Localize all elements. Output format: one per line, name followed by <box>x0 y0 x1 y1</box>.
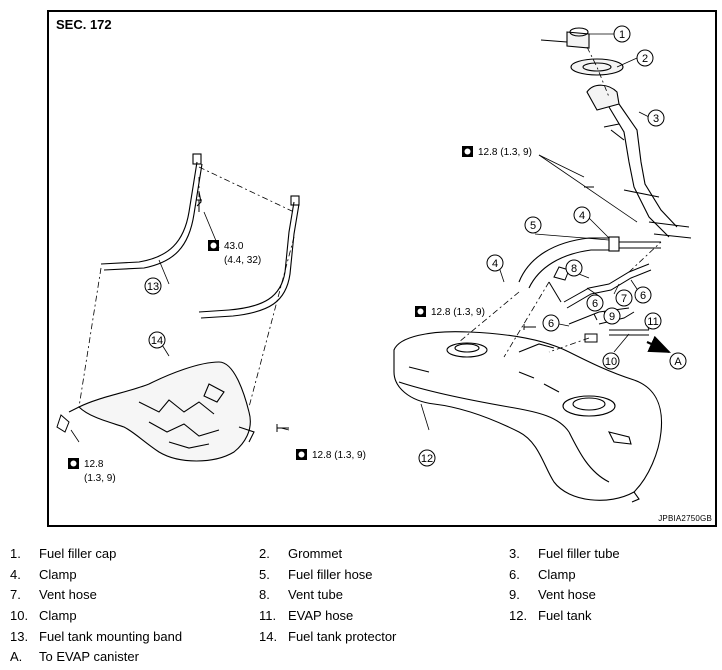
exploded-diagram: SEC. 172 <box>47 10 717 527</box>
callout-13: 13 <box>144 277 162 295</box>
torque-spec-protector-left: 12.8 (1.3, 9) <box>68 458 116 484</box>
svg-text:8: 8 <box>571 263 577 275</box>
section-label: SEC. 172 <box>56 17 112 32</box>
callout-9: 9 <box>603 307 621 325</box>
callout-4b: 4 <box>486 254 504 272</box>
callout-lines <box>70 33 650 443</box>
fuel-tank <box>393 331 663 503</box>
svg-text:12.8: 12.8 <box>84 459 104 470</box>
callout-6: 6 <box>586 294 604 312</box>
torque-spec-filler: 12.8 (1.3, 9) <box>462 146 532 158</box>
svg-text:6: 6 <box>592 298 598 310</box>
fuel-filler-assembly <box>540 27 692 239</box>
callout-5: 5 <box>524 216 542 234</box>
svg-text:1: 1 <box>619 29 625 41</box>
svg-text:14: 14 <box>151 335 163 347</box>
svg-text:4: 4 <box>492 258 498 270</box>
fuel-tank-mounting-bands <box>100 153 300 319</box>
torque-specs: 12.8 (1.3, 9) 43.0 (4.4, 32) 12.8 (1.3, … <box>68 146 532 484</box>
callout-6c: 6 <box>542 314 560 332</box>
svg-text:13: 13 <box>147 281 159 293</box>
callout-10: 10 <box>602 352 620 370</box>
torque-spec-protector-right: 12.8 (1.3, 9) <box>296 449 366 461</box>
parts-legend: 1.Fuel filler cap 2.Grommet 3.Fuel fille… <box>10 546 620 664</box>
callout-4: 4 <box>573 206 591 224</box>
diagram-drawing: 1 2 3 4 5 4 8 6 7 6 9 6 11 10 A 12 13 14… <box>56 25 692 503</box>
evap-canister-arrow <box>646 335 672 354</box>
reference-code: JPBIA2750GB <box>658 514 712 523</box>
svg-text:11: 11 <box>647 316 658 328</box>
torque-spec-band: 43.0 (4.4, 32) <box>208 240 261 266</box>
svg-text:10: 10 <box>605 356 617 368</box>
callout-1: 1 <box>613 25 631 43</box>
svg-text:(1.3, 9): (1.3, 9) <box>84 473 116 484</box>
svg-text:9: 9 <box>609 311 615 323</box>
svg-text:4: 4 <box>579 210 585 222</box>
fuel-tank-protector <box>68 361 255 462</box>
callout-7: 7 <box>615 289 633 307</box>
callout-3: 3 <box>647 109 665 127</box>
svg-text:6: 6 <box>548 318 554 330</box>
callout-12: 12 <box>418 449 436 467</box>
callout-A: A <box>669 352 687 370</box>
callout-circles: 1 2 3 4 5 4 8 6 7 6 9 6 11 10 A 12 13 14 <box>144 25 687 467</box>
leader-lines <box>78 46 662 408</box>
svg-text:7: 7 <box>621 293 627 305</box>
svg-text:3: 3 <box>653 113 659 125</box>
callout-6b: 6 <box>634 286 652 304</box>
svg-text:12: 12 <box>421 453 433 465</box>
svg-text:(4.4, 32): (4.4, 32) <box>224 255 261 266</box>
svg-text:12.8 (1.3, 9): 12.8 (1.3, 9) <box>431 307 485 318</box>
svg-text:A: A <box>674 356 682 368</box>
svg-text:5: 5 <box>530 220 536 232</box>
svg-text:2: 2 <box>642 53 648 65</box>
callout-8: 8 <box>565 259 583 277</box>
svg-text:12.8 (1.3, 9): 12.8 (1.3, 9) <box>478 147 532 158</box>
svg-text:43.0: 43.0 <box>224 241 244 252</box>
callout-11: 11 <box>644 312 662 330</box>
torque-spec-tank: 12.8 (1.3, 9) <box>415 306 485 318</box>
svg-text:12.8 (1.3, 9): 12.8 (1.3, 9) <box>312 450 366 461</box>
callout-2: 2 <box>636 49 654 67</box>
callout-14: 14 <box>148 331 166 349</box>
svg-text:6: 6 <box>640 290 646 302</box>
